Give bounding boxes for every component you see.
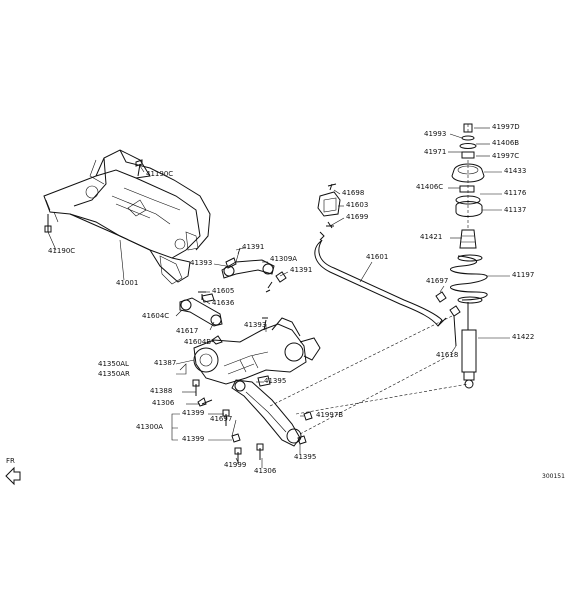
- label-41387[interactable]: 41387: [154, 359, 177, 367]
- trailing-arm-41350: [193, 317, 321, 385]
- bolt-41190c-top: [135, 159, 143, 177]
- label-41406b[interactable]: 41406B: [492, 139, 520, 147]
- label-41391-b[interactable]: 41391: [290, 266, 313, 274]
- label-41999[interactable]: 41999: [224, 461, 247, 469]
- label-41137[interactable]: 41137: [504, 206, 527, 214]
- label-41971[interactable]: 41971: [424, 148, 447, 156]
- label-41421[interactable]: 41421: [420, 233, 443, 241]
- label-41997b[interactable]: 41997B: [316, 411, 344, 419]
- label-41422[interactable]: 41422: [512, 333, 535, 341]
- label-41406c[interactable]: 41406C: [416, 183, 444, 191]
- label-41617[interactable]: 41617: [176, 327, 199, 335]
- label-41190c-top[interactable]: 41190C: [146, 170, 174, 178]
- label-41388[interactable]: 41388: [150, 387, 173, 395]
- upper-arm-41309a: [221, 247, 275, 279]
- label-41618[interactable]: 41618: [436, 351, 459, 359]
- label-41399-a[interactable]: 41399: [182, 409, 205, 417]
- label-41699[interactable]: 41699: [346, 213, 369, 221]
- label-41993-top[interactable]: 41993: [424, 130, 447, 138]
- label-41997c[interactable]: 41997C: [492, 152, 520, 160]
- label-41604c[interactable]: 41604C: [142, 312, 170, 320]
- label-41350al[interactable]: 41350AL: [98, 360, 129, 368]
- label-41433[interactable]: 41433: [504, 167, 527, 175]
- label-41605[interactable]: 41605: [212, 287, 235, 295]
- label-41197[interactable]: 41197: [512, 271, 535, 279]
- bolt-41190c-left: [44, 214, 52, 233]
- label-41190c-left[interactable]: 41190C: [48, 247, 76, 255]
- front-arrow-icon: [5, 466, 21, 486]
- label-41603[interactable]: 41603: [346, 201, 369, 209]
- label-41391-a[interactable]: 41391: [242, 243, 265, 251]
- front-label: FR: [6, 457, 15, 465]
- label-41997d[interactable]: 41997D: [492, 123, 520, 131]
- label-41350ar[interactable]: 41350AR: [98, 370, 130, 378]
- label-41601[interactable]: 41601: [366, 253, 389, 261]
- label-41306-b[interactable]: 41306: [254, 467, 277, 475]
- label-41697-left[interactable]: 41697: [210, 415, 233, 423]
- diagram-code: 300151: [542, 473, 565, 480]
- label-41399-b[interactable]: 41399: [182, 435, 205, 443]
- dashed-lines: [269, 124, 469, 435]
- bolts-left: [192, 257, 313, 464]
- crossmember-41001: [43, 149, 211, 285]
- strut-assembly: [435, 123, 488, 389]
- label-41393-b[interactable]: 41393: [244, 321, 267, 329]
- leader-lines: [47, 127, 510, 468]
- label-41604b[interactable]: 41604B: [184, 338, 212, 346]
- label-41001[interactable]: 41001: [116, 279, 139, 287]
- label-41636[interactable]: 41636: [212, 299, 235, 307]
- label-41176[interactable]: 41176: [504, 189, 527, 197]
- label-41300a[interactable]: 41300A: [136, 423, 164, 431]
- label-41393-a[interactable]: 41393: [190, 259, 213, 267]
- label-41306-a[interactable]: 41306: [152, 399, 175, 407]
- label-41395-a[interactable]: 41395: [264, 377, 287, 385]
- lower-arm-41300a: [231, 375, 302, 447]
- label-41309a[interactable]: 41309A: [270, 255, 298, 263]
- label-41697-right[interactable]: 41697: [426, 277, 449, 285]
- label-41698[interactable]: 41698: [342, 189, 365, 197]
- label-41395-b[interactable]: 41395: [294, 453, 317, 461]
